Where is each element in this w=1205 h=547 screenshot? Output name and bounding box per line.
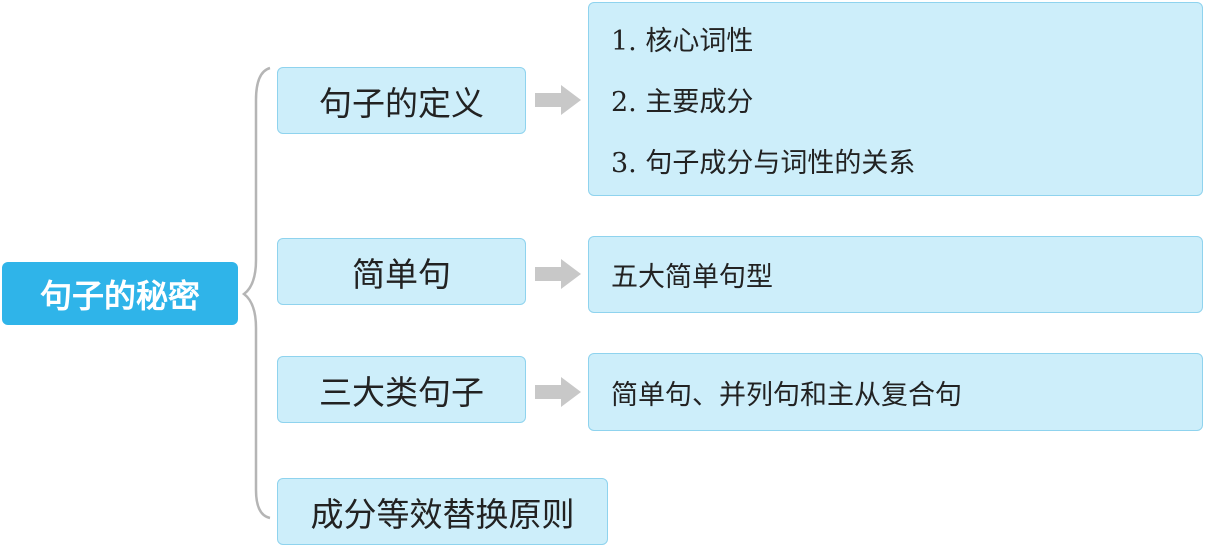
root-node: 句子的秘密 (2, 262, 238, 325)
detail-item: 3. 句子成分与词性的关系 (611, 147, 916, 179)
branch-node-simple: 简单句 (277, 238, 526, 305)
branch-node-definition: 句子的定义 (277, 67, 526, 134)
branch-node-replacement: 成分等效替换原则 (277, 478, 608, 545)
arrow-right-icon (535, 259, 581, 289)
detail-item: 五大简单句型 (611, 262, 773, 293)
branch-label: 三大类句子 (319, 372, 484, 412)
brace-connector (241, 66, 271, 520)
branch-label: 成分等效替换原则 (310, 494, 575, 534)
arrow-right-icon (535, 377, 581, 407)
detail-item: 简单句、并列句和主从复合句 (611, 379, 962, 411)
branch-label: 句子的定义 (319, 83, 484, 123)
detail-node-definition: 1. 核心词性 2. 主要成分 3. 句子成分与词性的关系 (588, 2, 1203, 196)
detail-node-types: 简单句、并列句和主从复合句 (588, 353, 1203, 431)
detail-item: 1. 核心词性 (611, 25, 754, 57)
branch-node-types: 三大类句子 (277, 356, 526, 423)
detail-item: 2. 主要成分 (611, 86, 754, 118)
detail-node-simple: 五大简单句型 (588, 236, 1203, 313)
arrow-right-icon (535, 85, 581, 115)
branch-label: 简单句 (352, 254, 451, 294)
